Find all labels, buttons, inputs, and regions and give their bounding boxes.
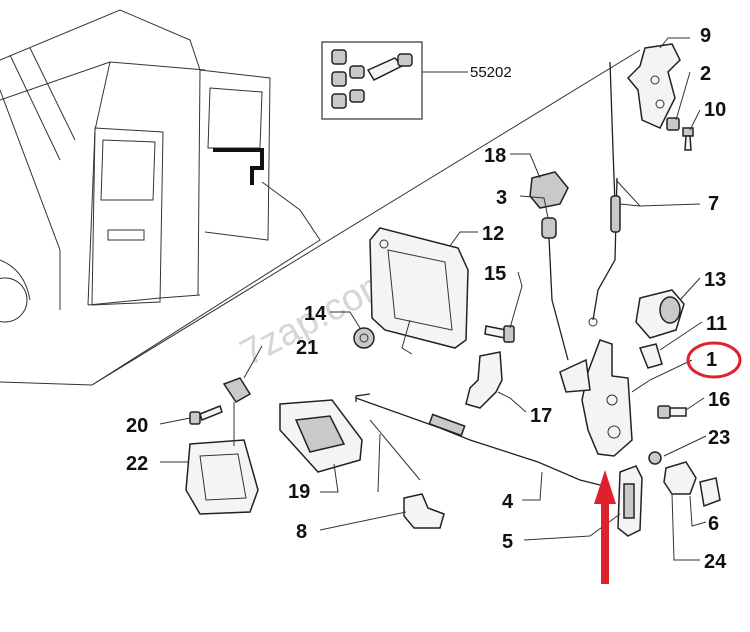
part-7-rods (588, 61, 621, 327)
part-6-plate (699, 477, 721, 508)
part-number-label: 4 (502, 491, 514, 513)
part-4-cable (355, 393, 605, 487)
part-14-nut (353, 327, 375, 349)
part-number-label: 24 (704, 551, 727, 573)
part-number-label: 13 (704, 269, 726, 291)
part-number-label: 18 (484, 145, 506, 167)
highlight-arrow (594, 470, 616, 584)
part-18-cap (529, 171, 569, 209)
kit-label: 55202 (470, 64, 512, 81)
part-number-label: 23 (708, 427, 730, 449)
part-number-label: 10 (704, 99, 726, 121)
part-1-lock (559, 339, 633, 457)
part-22-trim (185, 439, 259, 515)
part-13-cylinder (635, 289, 685, 339)
part-number-label: 3 (496, 187, 507, 209)
leader-lines (159, 37, 707, 561)
part-number-label: 5 (502, 531, 513, 553)
part-12-handle (369, 227, 469, 355)
part-2-clip (666, 117, 680, 131)
part-number-label: 17 (530, 405, 552, 427)
part-9-bracket (626, 43, 681, 129)
kit-55202: 55202 (321, 41, 512, 120)
part-24-bracket (663, 461, 697, 495)
part-16-screw (657, 405, 687, 419)
part-number-label: 16 (708, 389, 730, 411)
part-19-handle (279, 399, 363, 473)
part-number-label: 20 (126, 415, 148, 437)
part-number-label: 21 (296, 337, 318, 359)
part-5-actuator (617, 465, 643, 537)
part-number-label: 14 (304, 303, 327, 325)
part-3-rod (541, 217, 569, 361)
part-number-labels: 9 2 10 7 18 3 12 15 13 11 1 14 21 16 23 … (126, 25, 730, 573)
part-number-label: 1 (706, 349, 717, 371)
part-number-label: 9 (700, 25, 711, 47)
highlight-circle (686, 341, 742, 379)
part-8-bracket (403, 493, 445, 529)
part-number-label: 8 (296, 521, 307, 543)
part-20-screw (189, 405, 223, 425)
part-21-clip (222, 377, 252, 403)
part-10-screw (682, 127, 694, 151)
divider-line (91, 49, 641, 386)
part-17-bracket (465, 351, 503, 409)
part-number-label: 12 (482, 223, 504, 245)
part-number-label: 7 (708, 193, 719, 215)
part-23-screw (648, 451, 662, 465)
part-number-label: 11 (706, 313, 727, 335)
part-number-label: 15 (484, 263, 506, 285)
part-number-label: 22 (126, 453, 148, 475)
part-number-label: 2 (700, 63, 711, 85)
part-number-label: 6 (708, 513, 719, 535)
part-15-screw (484, 325, 515, 343)
part-11-clip (638, 343, 663, 369)
van-illustration (0, 9, 321, 386)
part-number-label: 19 (288, 481, 310, 503)
